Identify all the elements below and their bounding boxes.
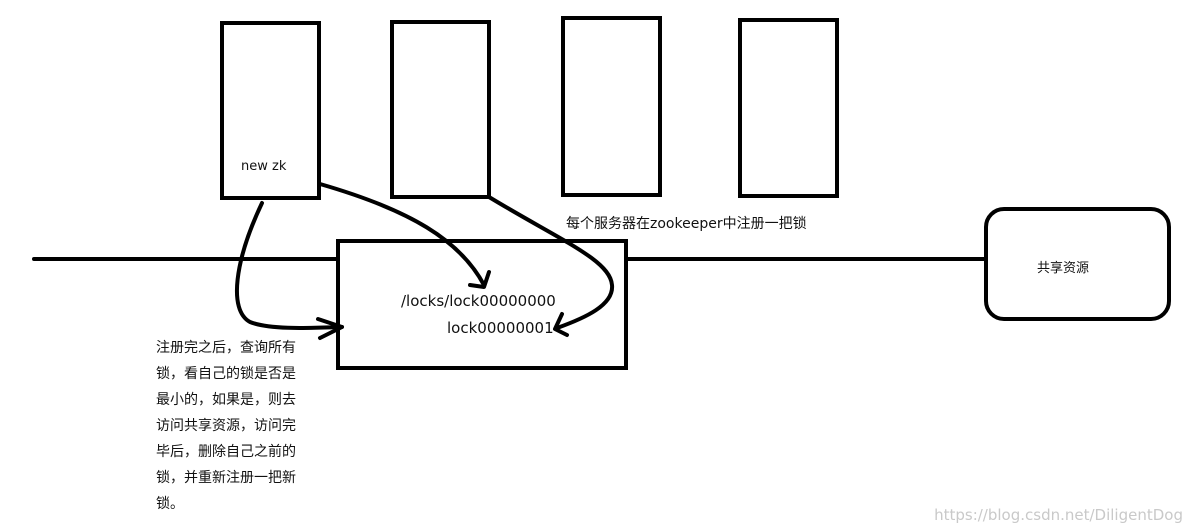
explanation-line-3: 最小的，如果是，则去 bbox=[156, 392, 296, 408]
arrowhead-lock0 bbox=[468, 270, 491, 289]
explanation-line-2: 锁，看自己的锁是否是 bbox=[156, 366, 296, 382]
arrow-server1-to-lock0 bbox=[318, 182, 486, 287]
explanation-line-7: 锁。 bbox=[156, 496, 184, 512]
lock-path-1: /locks/lock00000000 bbox=[401, 292, 556, 310]
registration-caption: 每个服务器在zookeeper中注册一把锁 bbox=[566, 216, 807, 232]
arrow-server2-to-lock1 bbox=[487, 195, 615, 330]
shared-resource-label: 共享资源 bbox=[1037, 260, 1089, 276]
arrowhead-lock1 bbox=[553, 312, 569, 337]
arrowhead-check-lock bbox=[316, 317, 344, 340]
explanation-line-4: 访问共享资源，访问完 bbox=[156, 417, 296, 434]
lock-node-box bbox=[336, 239, 628, 370]
server-label-new-zk: new zk bbox=[241, 159, 287, 174]
watermark: https://blog.csdn.net/DiligentDog bbox=[934, 506, 1183, 524]
shared-resource-box bbox=[984, 207, 1171, 321]
server-box-2 bbox=[390, 20, 491, 199]
explanation-line-1: 注册完之后，查询所有 bbox=[156, 340, 296, 356]
arrow-server1-check-lock bbox=[234, 201, 344, 330]
explanation-line-5: 毕后，删除自己之前的 bbox=[156, 443, 296, 460]
server-box-3 bbox=[561, 16, 662, 197]
lock-path-2: lock00000001 bbox=[447, 319, 554, 337]
server-box-4 bbox=[738, 18, 839, 198]
server-box-1 bbox=[220, 21, 321, 200]
explanation-line-6: 锁，并重新注册一把新 bbox=[156, 470, 296, 486]
